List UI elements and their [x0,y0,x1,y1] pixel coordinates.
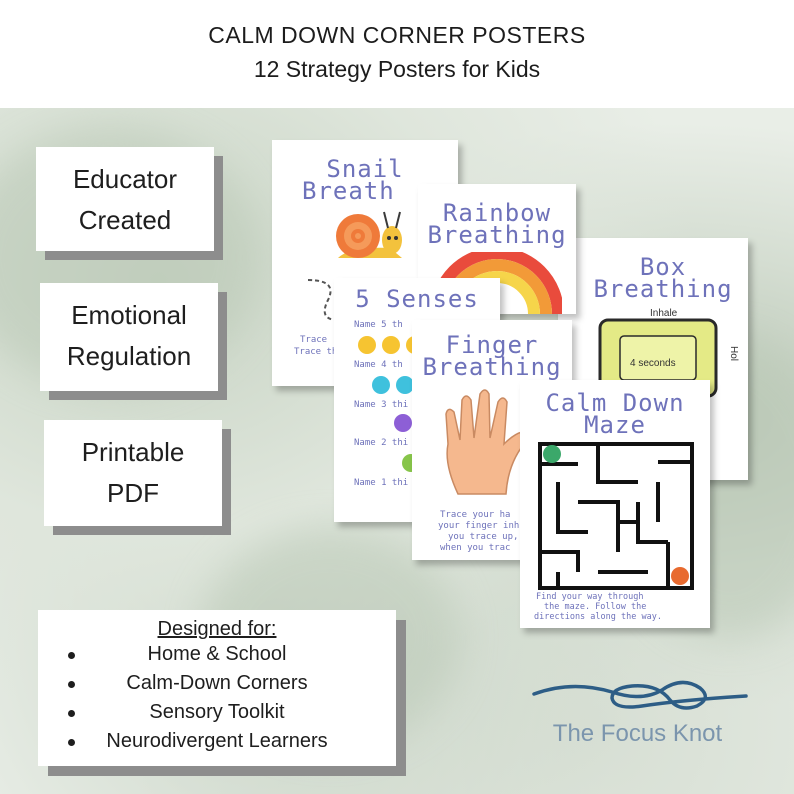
designed-for-card: Designed for: Home & School Calm-Down Co… [38,610,396,766]
sense-icon-see [382,336,400,354]
designed-for-list: Home & School Calm-Down Corners Sensory … [38,640,396,756]
sense-icon-hear [394,414,412,432]
list-item: Neurodivergent Learners [38,727,396,756]
snail-icon [336,211,402,258]
breathing-box-icon [598,318,718,398]
sense-icon-see [358,336,376,354]
poster-calm-down-maze: Calm Down Maze Find your way through the… [520,380,710,628]
list-item: Sensory Toolkit [38,698,396,727]
label-emotional-regulation: Emotional Regulation [40,283,218,391]
designed-for-heading: Designed for: [157,618,277,640]
header: CALM DOWN CORNER POSTERS 12 Strategy Pos… [0,0,794,108]
header-title: CALM DOWN CORNER POSTERS [208,22,586,48]
sense-icon-touch [372,376,390,394]
label-printable-pdf: Printable PDF [44,420,222,526]
trace-spiral-icon [307,279,339,321]
maze-icon [538,442,694,590]
header-subtitle: 12 Strategy Posters for Kids [253,56,541,82]
list-item: Calm-Down Corners [38,669,396,698]
list-item: Home & School [38,640,396,669]
brand-name: The Focus Knot [552,720,723,747]
label-educator-created: Educator Created [36,147,214,251]
sense-icon-touch [396,376,414,394]
knot-logo-icon [532,680,748,710]
